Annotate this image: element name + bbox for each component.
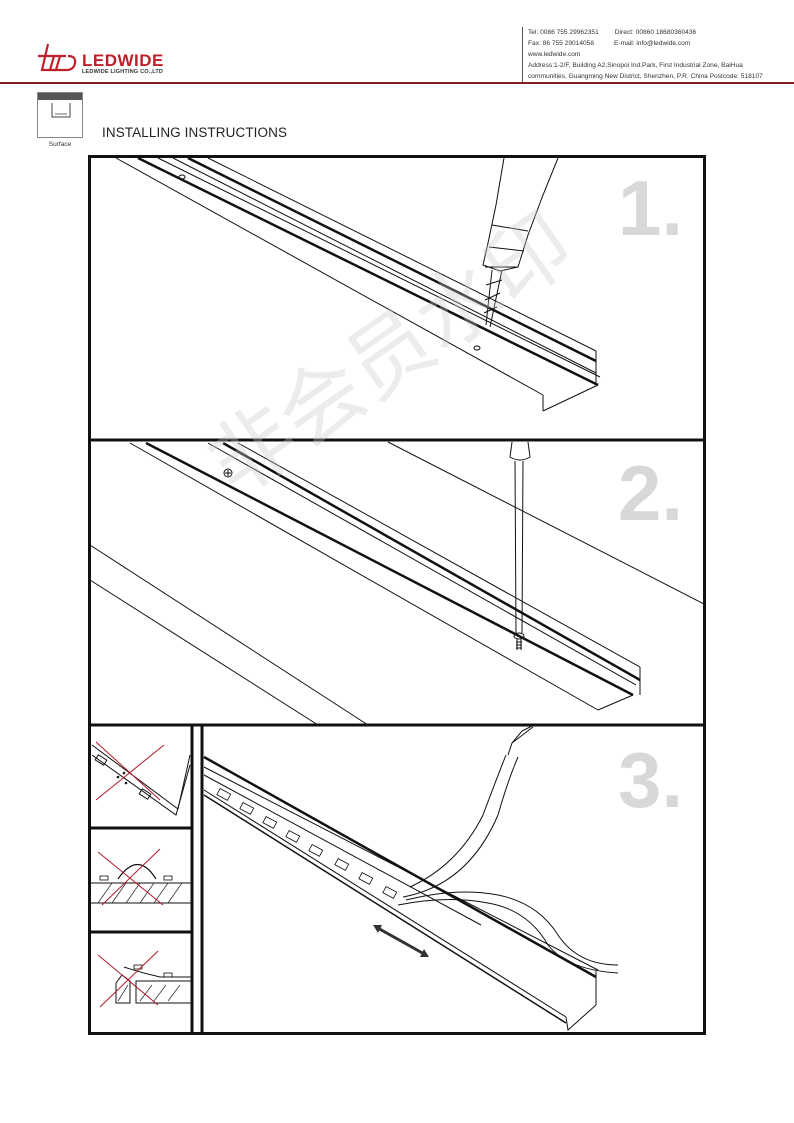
- contact-row-fax: Fax: 86 755 29014058 E-mail: info@ledwide…: [528, 38, 793, 49]
- drill-illustration-icon: [115, 156, 601, 412]
- page-title: INSTALLING INSTRUCTIONS: [102, 125, 288, 140]
- contact-row-phone: Tel: 0086 755 29962351 Direct: 00860 1868…: [528, 27, 793, 38]
- address-line-1: Address:1-2/F, Building A2,Sinopoi Ind.P…: [528, 62, 743, 69]
- brand-logo: LEDWIDE LEDWIDE LIGHTING CO.,LTD: [36, 42, 186, 82]
- website-link[interactable]: www.ledwide.com: [528, 51, 581, 58]
- led-logo-mark-icon: [38, 43, 77, 72]
- step-2-number: 2.: [618, 449, 683, 537]
- brand-name: LEDWIDE: [82, 51, 164, 70]
- address-line-2: communities, Guangming New District, She…: [528, 73, 763, 80]
- contact-info: Tel: 0086 755 29962351 Direct: 00860 1868…: [522, 27, 793, 82]
- fax-text: Fax: 86 755 29014058: [528, 40, 594, 47]
- category-label: Surface: [48, 141, 72, 148]
- brand-subtitle: LEDWIDE LIGHTING CO.,LTD: [82, 69, 164, 75]
- wrong-sharp-bend-icon: [91, 741, 191, 816]
- led-strip-install-illustration-icon: [203, 724, 619, 1031]
- tel-text: Tel: 0086 755 29962351: [528, 29, 599, 36]
- wrong-gap-mount-icon: [97, 950, 193, 1008]
- surface-profile-icon: [37, 92, 83, 138]
- instructions-frame: 1. 2.: [88, 155, 706, 1035]
- screwdriver-illustration-icon: [89, 441, 706, 726]
- step-3-number: 3.: [618, 736, 683, 824]
- wrong-raised-strip-icon: [89, 848, 193, 906]
- step-1-number: 1.: [618, 164, 683, 252]
- instruction-illustrations: 1. 2.: [88, 155, 706, 1035]
- direct-text: Direct: 00860 18680360436: [614, 29, 697, 36]
- email-link[interactable]: E-mail: info@ledwide.com: [614, 40, 691, 47]
- header-divider: [0, 82, 794, 84]
